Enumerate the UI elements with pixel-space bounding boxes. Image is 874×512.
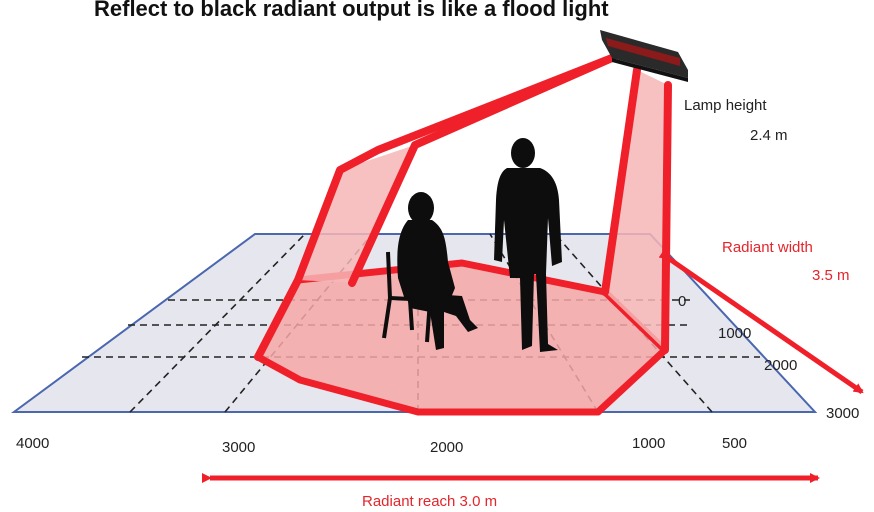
radiant-width-value: 3.5 m (812, 267, 850, 284)
radiant-width-arrow (658, 249, 864, 395)
diagram-title: Reflect to black radiant output is like … (94, 0, 609, 21)
depth-tick-0: 0 (678, 293, 686, 310)
standing-person-icon (494, 138, 562, 352)
width-tick-4000: 4000 (16, 435, 49, 452)
width-tick-1000: 1000 (632, 435, 665, 452)
seated-person-icon (397, 192, 478, 350)
radiant-heater-icon (600, 30, 688, 82)
lamp-height-value: 2.4 m (750, 127, 788, 144)
depth-tick-3000: 3000 (826, 405, 859, 422)
beam-left-panel (298, 145, 415, 283)
radiant-width-label: Radiant width (722, 239, 813, 256)
depth-tick-2000: 2000 (764, 357, 797, 374)
radiant-reach-label: Radiant reach 3.0 m (362, 493, 497, 510)
lamp-height-label: Lamp height (684, 97, 767, 114)
width-tick-3000: 3000 (222, 439, 255, 456)
chair-icon (382, 251, 432, 343)
beam-right-panel (605, 70, 668, 350)
width-tick-500: 500 (722, 435, 747, 452)
depth-tick-1000: 1000 (718, 325, 751, 342)
width-tick-2000: 2000 (430, 439, 463, 456)
